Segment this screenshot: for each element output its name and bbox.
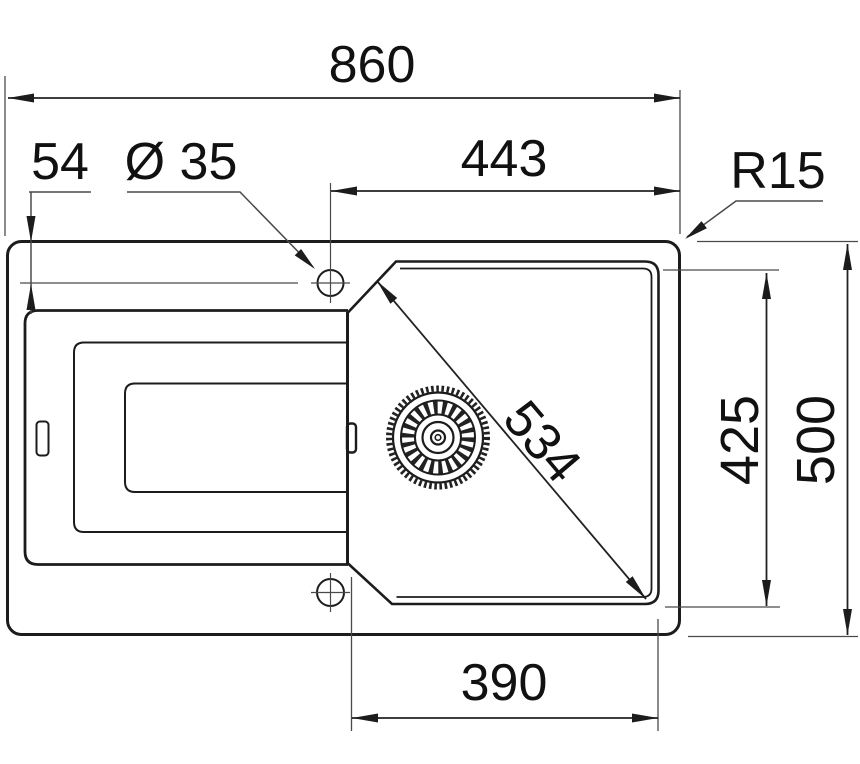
dim-443-label: 443 <box>461 130 548 188</box>
dim-overall-width: 860 <box>4 36 681 236</box>
dim-r15-arrow <box>685 221 707 239</box>
drain-strainer <box>386 385 490 490</box>
dim-443-arrow-right <box>654 186 680 196</box>
dim-bowl-bottom-width: 390 <box>350 577 659 731</box>
drain-spoke-ring <box>401 401 475 474</box>
dim-r15-label: R15 <box>730 142 825 200</box>
dim-390-arrow-left <box>352 713 378 723</box>
dim-390-label: 390 <box>461 654 548 712</box>
drainboard-ridge-inner <box>124 382 348 493</box>
dim-534-line <box>376 280 647 600</box>
dim-bowl-diagonal: 534 <box>376 280 647 600</box>
bowl-outer-outline <box>346 260 660 606</box>
dim-534-label: 534 <box>492 390 592 494</box>
sink-outer-rim <box>6 240 681 636</box>
dim-54-arrow-down <box>26 216 36 242</box>
drain-cap <box>421 420 455 455</box>
drainboard-ridge-outer <box>73 341 348 533</box>
drain-spoke-inner-edge <box>414 413 462 462</box>
dim-860-arrow-right <box>654 93 680 103</box>
dim-425-label: 425 <box>710 395 770 485</box>
dim-54-label: 54 <box>31 133 89 191</box>
dim-54-arrow-up <box>26 284 36 310</box>
drain-center <box>429 429 447 446</box>
dim-425-arrow-up <box>762 273 771 299</box>
divider-tab <box>345 422 358 454</box>
dim-bowl-inner-height: 425 <box>663 269 780 608</box>
dim-534-arrow-lower <box>625 576 646 599</box>
dim-dia35-arrow <box>294 249 315 269</box>
dim-edge-to-tap-center: 54 <box>26 133 91 314</box>
drain-center-hole <box>434 433 442 442</box>
dim-534-arrow-upper <box>377 281 398 304</box>
dim-overall-height: 500 <box>688 240 858 638</box>
dim-860-label: 860 <box>329 36 416 94</box>
dim-tap-hole-diameter: Ø 35 <box>125 133 315 269</box>
dim-500-arrow-down <box>843 609 852 635</box>
dim-tap-to-right-edge: 443 <box>329 130 680 303</box>
dim-dia35-leader <box>127 191 314 268</box>
dim-500-arrow-up <box>843 244 852 270</box>
drain-ring-outer <box>391 391 485 484</box>
sink-body <box>6 240 681 636</box>
dim-425-arrow-down <box>762 580 771 606</box>
bowl-inner-outline <box>396 267 653 598</box>
dim-860-arrow-left <box>8 93 34 103</box>
dim-390-arrow-right <box>632 713 658 723</box>
drain-spoke-outer-edge <box>400 399 476 476</box>
dim-500-label: 500 <box>786 395 846 485</box>
drain-knurled-ring <box>386 385 490 490</box>
dim-443-arrow-left <box>331 186 357 196</box>
drainboard-outline <box>23 309 348 566</box>
dim-r15-leader <box>686 200 823 238</box>
tap-hole-bottom <box>311 573 350 612</box>
drainboard-slot <box>35 420 50 457</box>
dim-dia35-label: Ø 35 <box>125 133 238 191</box>
dim-corner-radius: R15 <box>685 142 826 239</box>
